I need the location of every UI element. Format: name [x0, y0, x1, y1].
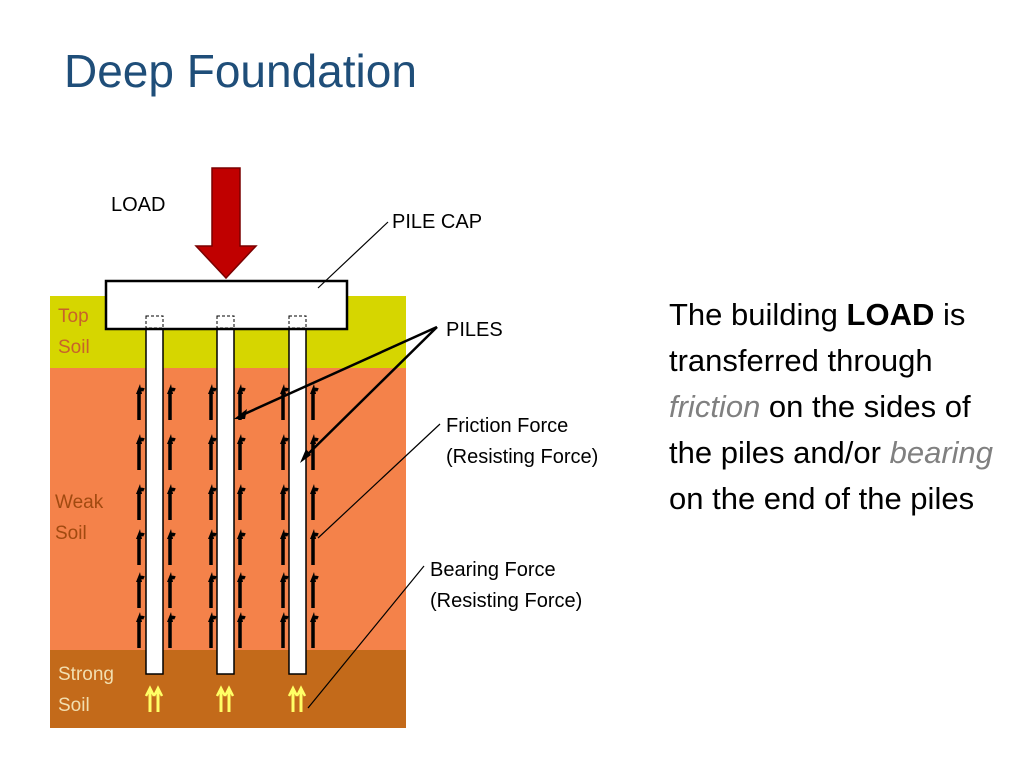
bearing-keyword: bearing: [889, 435, 994, 470]
pile-cap: [104, 279, 349, 331]
bearing-force-leader: [307, 565, 425, 709]
load-arrow-icon: [194, 167, 258, 280]
page-title: Deep Foundation: [64, 45, 417, 97]
piles-label: PILES: [446, 319, 503, 341]
soil-label-strong: Strong Soil: [58, 664, 119, 716]
pile-cap-label: PILE CAP: [392, 211, 482, 233]
pile-cap-leader: [317, 221, 389, 289]
pile-2: [216, 317, 235, 675]
piles-leader-1: [239, 325, 438, 418]
friction-force-label: Friction Force (Resisting Force): [446, 415, 598, 468]
soil-label-weak: Weak Soil: [55, 492, 109, 544]
description-text: The building LOAD is transferred through…: [669, 297, 994, 516]
pile-1: [145, 317, 164, 675]
piles-leader-2: [303, 326, 438, 459]
soil-label-top: Top Soil: [58, 306, 94, 358]
bearing-force-label: Bearing Force (Resisting Force): [430, 559, 582, 612]
pile-embed-marks: [145, 315, 307, 329]
pile-3: [288, 317, 307, 675]
friction-force-leader: [317, 423, 441, 539]
load-label: LOAD: [111, 194, 165, 216]
friction-keyword: friction: [669, 389, 761, 424]
load-keyword: LOAD: [846, 297, 935, 332]
